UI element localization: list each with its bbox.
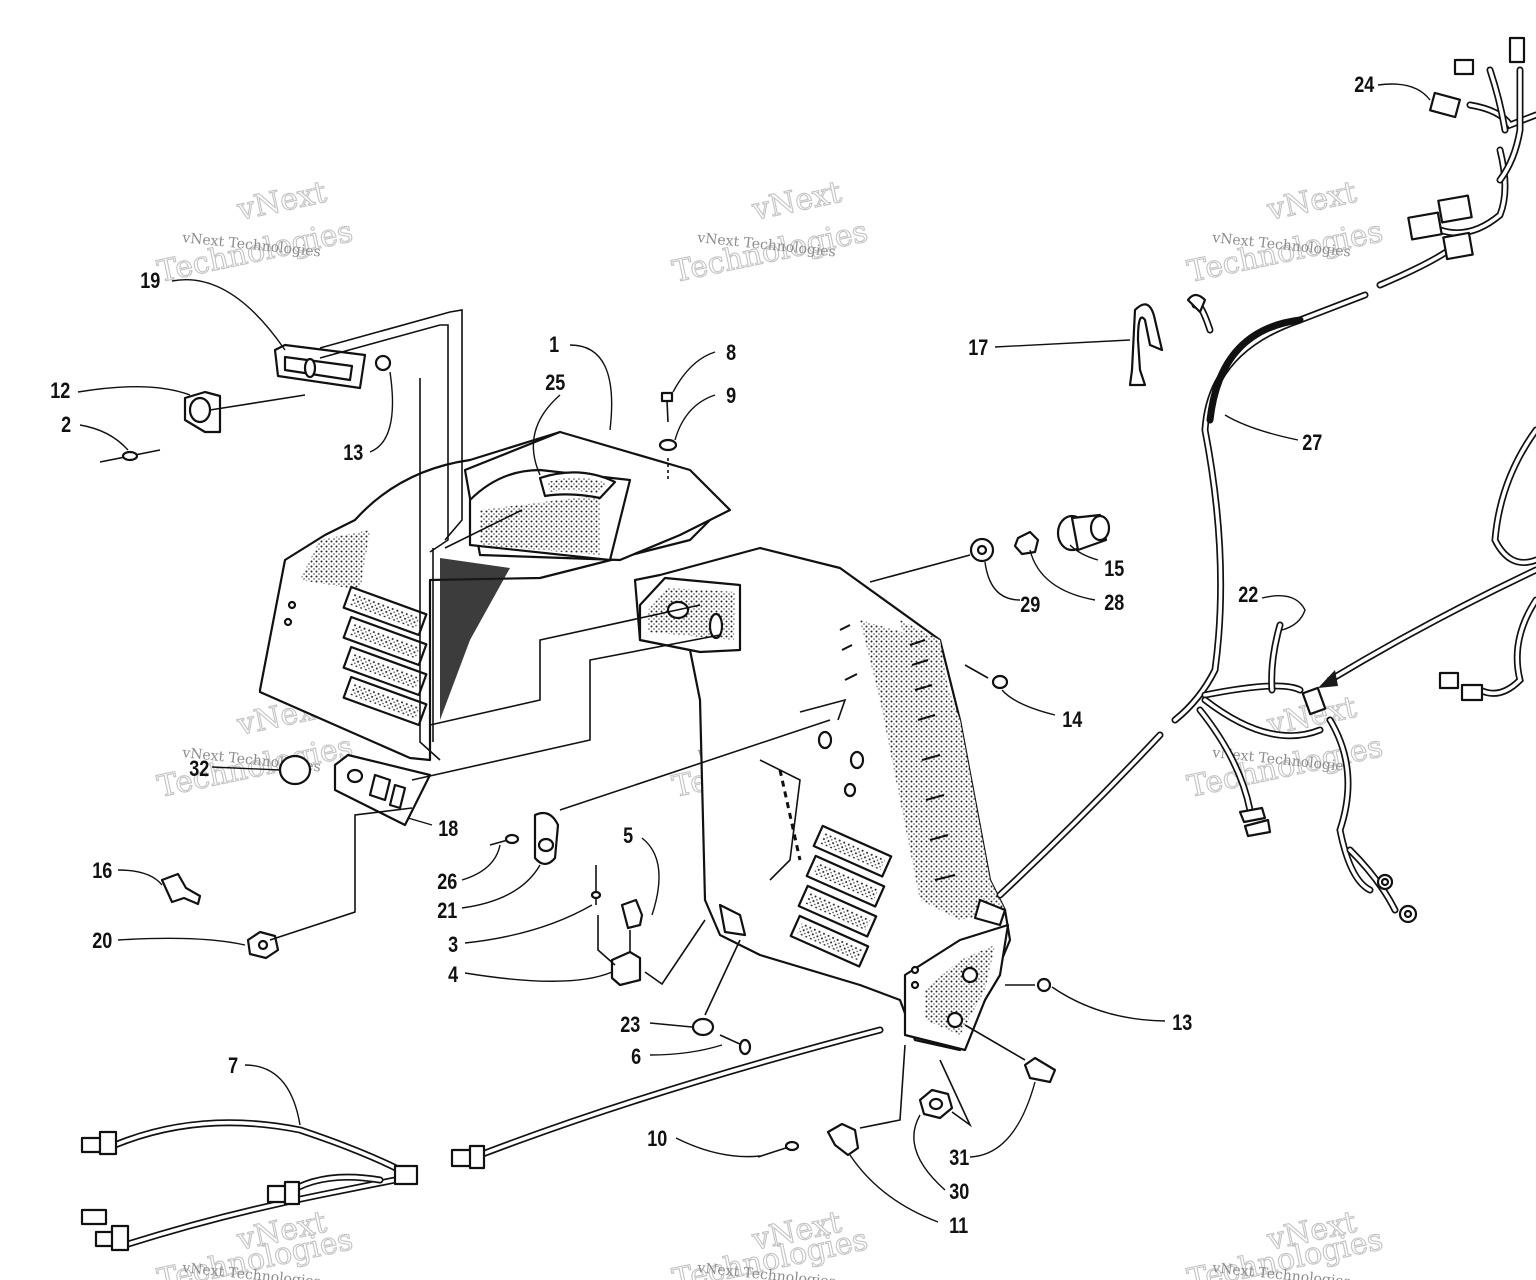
- part-12-socket: [183, 390, 306, 434]
- part-6-screw: [719, 1034, 752, 1056]
- harness-7: [80, 1119, 419, 1252]
- callout-6: 6: [631, 1045, 641, 1069]
- callout-22: 22: [1238, 583, 1258, 607]
- callout-30: 30: [949, 1180, 969, 1204]
- callout-31: 31: [949, 1146, 969, 1170]
- part-5-clip: [620, 898, 644, 930]
- part-14-grommet: [991, 674, 1009, 690]
- left-vent-slots: [342, 585, 428, 727]
- part-28-nut: [1013, 530, 1040, 556]
- console-left-shading: [300, 530, 370, 590]
- callout-32: 32: [189, 757, 209, 781]
- callout-11: 11: [949, 1214, 968, 1238]
- harness-24: [1407, 36, 1536, 261]
- part-17-clip: [1128, 303, 1164, 387]
- callout-18: 18: [438, 817, 458, 841]
- console-side-wall: [860, 620, 1005, 920]
- callout-29: 29: [1020, 593, 1040, 617]
- callout-13-top: 13: [343, 441, 363, 465]
- harness-right-edge: [1438, 426, 1536, 702]
- part-23-washer: [691, 1017, 715, 1037]
- watermark: vNext Technologies vNext Technologies: [1184, 174, 1387, 290]
- part-13-grommet: [374, 354, 392, 372]
- part-32-knob: [278, 754, 312, 786]
- callout-28: 28: [1104, 591, 1124, 615]
- watermark: vNext Technologies vNext Technologies: [154, 1204, 357, 1280]
- callout-26: 26: [437, 870, 457, 894]
- callout-4: 4: [448, 963, 459, 987]
- svg-text:vNext: vNext: [233, 175, 329, 228]
- part-31-screw: [1023, 1056, 1057, 1084]
- callout-23: 23: [620, 1013, 640, 1037]
- watermark: vNext Technologies vNext Technologies: [669, 1204, 872, 1280]
- watermark: vNext Technologies vNext Technologies: [154, 174, 357, 290]
- harness-27: [996, 236, 1536, 924]
- callout-8: 8: [726, 341, 736, 365]
- svg-text:vNext: vNext: [1263, 175, 1359, 228]
- part-16-key: [160, 872, 202, 906]
- callout-1: 1: [549, 333, 559, 357]
- callout-7: 7: [228, 1054, 238, 1078]
- callout-2: 2: [61, 413, 71, 437]
- console-housing: [258, 430, 1012, 1052]
- callout-13-bottom: 13: [1172, 1011, 1192, 1035]
- right-vent-slots: [789, 824, 893, 968]
- callout-19: 19: [140, 269, 160, 293]
- part-30-nut: [918, 1088, 954, 1120]
- callout-27: 27: [1302, 431, 1322, 455]
- callout-17: 17: [968, 336, 988, 360]
- callout-16: 16: [92, 859, 112, 883]
- watermark: vNext Technologies vNext Technologies: [669, 174, 872, 290]
- callout-3: 3: [448, 933, 458, 957]
- part-8-screw: [660, 391, 674, 423]
- callout-10: 10: [647, 1127, 667, 1151]
- svg-text:vNext: vNext: [748, 175, 844, 228]
- console-inner-shadow: [440, 558, 510, 720]
- callout-5: 5: [623, 824, 633, 848]
- callouts: 1 2 3 4 5 6 7 8 9 10 11 12 13 13 14 15 1…: [50, 73, 1375, 1238]
- leader-lines: [77, 83, 1431, 1223]
- part-11-clip: [826, 1122, 860, 1157]
- callout-12: 12: [50, 379, 70, 403]
- part-9-washer: [658, 438, 678, 452]
- part-15-switch: [1056, 513, 1111, 552]
- callout-9: 9: [726, 384, 736, 408]
- callout-21: 21: [437, 899, 457, 923]
- callout-15: 15: [1104, 557, 1124, 581]
- part-4-bracket: [610, 950, 642, 987]
- callout-25: 25: [545, 371, 565, 395]
- watermark: vNext Technologies vNext Technologies: [1184, 1204, 1387, 1280]
- callout-14: 14: [1062, 708, 1083, 732]
- callout-20: 20: [92, 929, 112, 953]
- part-26-rivet: [489, 833, 520, 846]
- callout-24: 24: [1354, 73, 1375, 97]
